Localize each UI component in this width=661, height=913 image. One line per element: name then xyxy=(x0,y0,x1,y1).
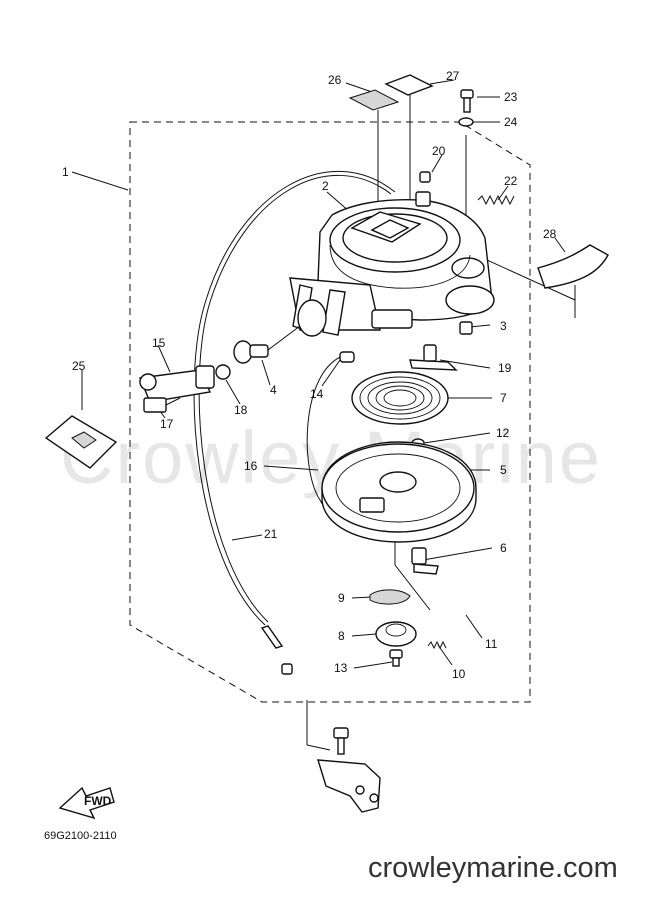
bolt-13 xyxy=(389,649,403,667)
bracket-15 xyxy=(139,365,215,403)
callout-5: 5 xyxy=(500,463,507,477)
spring-22 xyxy=(477,194,515,206)
callout-19: 19 xyxy=(498,361,512,375)
callout-6: 6 xyxy=(500,541,507,555)
callout-10: 10 xyxy=(452,667,466,681)
diagram-code: 69G2100-2110 xyxy=(44,830,117,842)
washer-24 xyxy=(458,117,474,127)
callout-13: 13 xyxy=(334,661,348,675)
pulley-5 xyxy=(321,441,477,543)
callout-15: 15 xyxy=(152,336,166,350)
callout-22: 22 xyxy=(504,174,518,188)
grommet-25 xyxy=(44,415,118,469)
callout-27: 27 xyxy=(446,69,460,83)
callout-2: 2 xyxy=(322,179,329,193)
callout-26: 26 xyxy=(328,73,342,87)
fwd-label: FWD xyxy=(84,794,112,808)
sticker-26 xyxy=(348,89,400,111)
callout-numbers: 1 2 3 4 5 6 7 8 9 10 11 12 13 14 15 16 1… xyxy=(62,69,557,681)
callout-28: 28 xyxy=(543,227,557,241)
starter-cable-inner xyxy=(198,174,392,623)
leader-lines xyxy=(71,79,576,751)
pin-20 xyxy=(415,171,431,207)
nut-18 xyxy=(215,364,231,380)
callout-23: 23 xyxy=(504,90,518,104)
callout-25: 25 xyxy=(72,359,86,373)
callout-1: 1 xyxy=(62,165,69,179)
callout-18: 18 xyxy=(234,403,248,417)
callout-7: 7 xyxy=(500,391,507,405)
cable-end xyxy=(260,625,284,649)
sticker-27 xyxy=(384,74,434,96)
grommet-14 xyxy=(339,351,355,363)
callout-8: 8 xyxy=(338,629,345,643)
callout-16: 16 xyxy=(244,459,258,473)
callout-11: 11 xyxy=(485,637,498,651)
cover-8 xyxy=(375,621,417,647)
fwd-arrow-icon: FWD xyxy=(58,786,115,820)
spiral-spring-7 xyxy=(351,371,449,425)
spring-10 xyxy=(427,640,447,650)
callout-4: 4 xyxy=(270,383,277,397)
sticker-28 xyxy=(537,244,609,289)
site-url[interactable]: crowleymarine.com xyxy=(368,852,618,884)
plate-9 xyxy=(369,589,411,605)
starter-cable xyxy=(193,170,396,626)
clamp-17 xyxy=(143,397,181,413)
lower-bracket xyxy=(317,727,381,813)
collar-3 xyxy=(459,321,473,335)
assembly-boundary xyxy=(129,121,531,703)
lever-19-pin xyxy=(423,344,437,362)
cable-end-cap xyxy=(281,663,293,675)
callout-12: 12 xyxy=(496,426,510,440)
callout-21: 21 xyxy=(264,527,278,541)
pawl-6 xyxy=(411,547,439,575)
callout-20: 20 xyxy=(432,144,446,158)
callout-14: 14 xyxy=(310,387,324,401)
starter-housing xyxy=(289,198,495,336)
callout-9: 9 xyxy=(338,591,345,605)
callout-24: 24 xyxy=(504,115,518,129)
callout-17: 17 xyxy=(160,417,174,431)
bolt-23 xyxy=(460,89,474,113)
callout-3: 3 xyxy=(500,319,507,333)
cable-holder-4 xyxy=(233,299,327,364)
